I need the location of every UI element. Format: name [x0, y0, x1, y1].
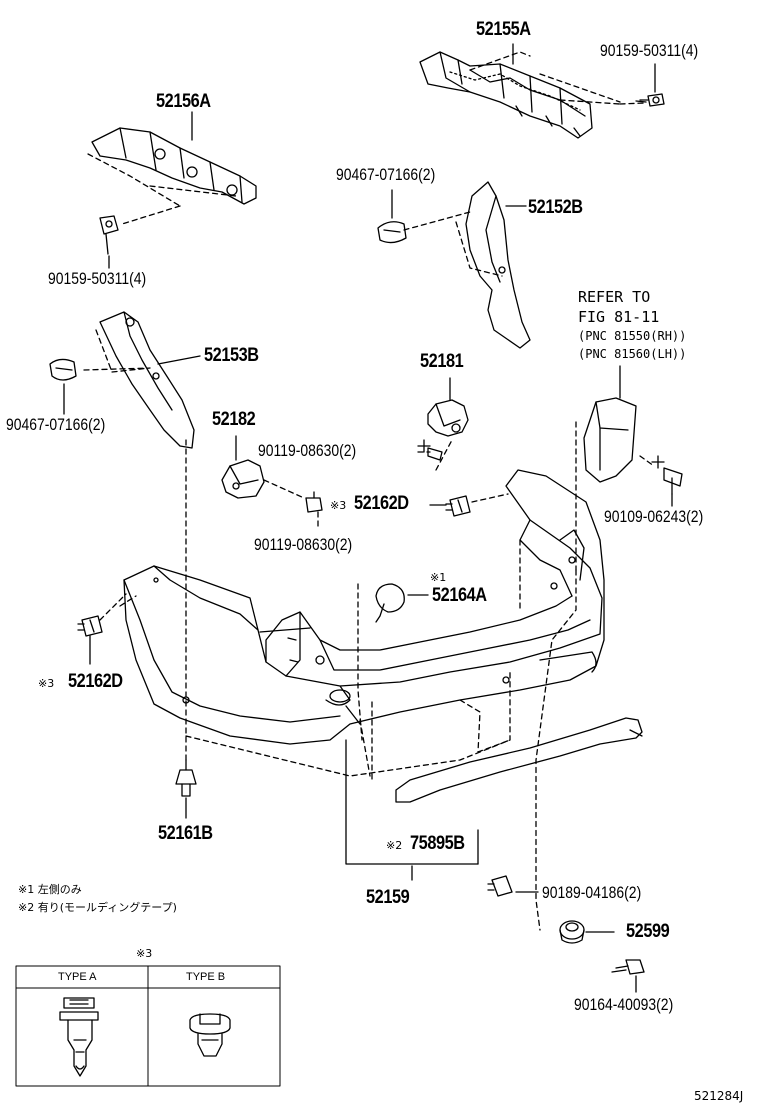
molding-75895b [395, 717, 643, 803]
retainer-52181 [427, 399, 469, 437]
label-90467-mid: 90467-07166(2) [336, 165, 436, 184]
label-52156a: 52156A [156, 91, 211, 112]
clip-52162d-mid [445, 495, 471, 517]
label-90159-top: 90159-50311(4) [600, 41, 699, 60]
label-52599: 52599 [626, 921, 670, 942]
clip-90467-mid [377, 221, 407, 244]
clip-52162d-left [77, 615, 103, 637]
bumper-cover-52159 [123, 469, 605, 745]
clip-90467-left [49, 358, 77, 381]
label-90467-left: 90467-07166(2) [6, 415, 106, 434]
bolt-90159-top [635, 93, 665, 107]
figure-code: 521284J [694, 1089, 744, 1103]
bracket-52153b [99, 311, 195, 449]
label-52182: 52182 [212, 409, 256, 430]
clip-type-a-icon [59, 997, 99, 1077]
bracket-52152b [465, 181, 531, 349]
type-a-header: TYPE A [58, 971, 97, 983]
label-90189: 90189-04186(2) [542, 883, 642, 902]
refer-line-4: (PNC 81560(LH)) [578, 347, 687, 361]
refer-line-3: (PNC 81550(RH)) [578, 329, 687, 343]
label-90164: 90164-40093(2) [574, 995, 674, 1014]
label-52181: 52181 [420, 351, 464, 372]
nut-90189 [487, 875, 513, 897]
cushion-52599 [559, 920, 585, 944]
clip-type-b-icon [189, 1013, 231, 1057]
bolt-90159-left [99, 215, 119, 255]
clip-52161b [175, 759, 197, 797]
label-52155a: 52155A [476, 19, 531, 40]
type-b-header: TYPE B [186, 971, 226, 983]
label-90109: 90109-06243(2) [604, 507, 704, 526]
screw-90164 [611, 959, 645, 975]
cap-52164a [375, 583, 405, 623]
screw-90119-b [305, 491, 323, 513]
bracket-52155a [419, 51, 593, 139]
label-52152b: 52152B [528, 197, 583, 218]
label-52162d-mid: 52162D [354, 493, 409, 514]
label-90119-b: 90119-08630(2) [254, 535, 353, 554]
mark-1: ※1 [430, 571, 447, 584]
label-75895b: 75895B [410, 833, 465, 854]
mark-3-mid: ※3 [330, 499, 347, 512]
note-2: ※2 有り(モールディングテープ) [18, 901, 177, 914]
label-52159: 52159 [366, 887, 410, 908]
table-mark: ※3 [136, 947, 153, 960]
refer-line-1: REFER TO [578, 288, 651, 306]
label-52164a: 52164A [432, 585, 487, 606]
screw-90109 [651, 455, 683, 495]
mark-2: ※2 [386, 839, 403, 852]
mudguard [583, 397, 637, 483]
label-52162d-left: 52162D [68, 671, 123, 692]
screw-90119-a [417, 439, 443, 461]
mark-3-left: ※3 [38, 677, 55, 690]
type-table [15, 965, 281, 1087]
label-52153b: 52153B [204, 345, 259, 366]
label-90119-a: 90119-08630(2) [258, 441, 357, 460]
label-52161b: 52161B [158, 823, 213, 844]
note-1: ※1 左側のみ [18, 883, 82, 896]
label-90159-left: 90159-50311(4) [48, 269, 147, 288]
refer-line-2: FIG 81-11 [578, 308, 660, 326]
retainer-52182 [221, 459, 265, 499]
bracket-52156a [91, 127, 257, 205]
